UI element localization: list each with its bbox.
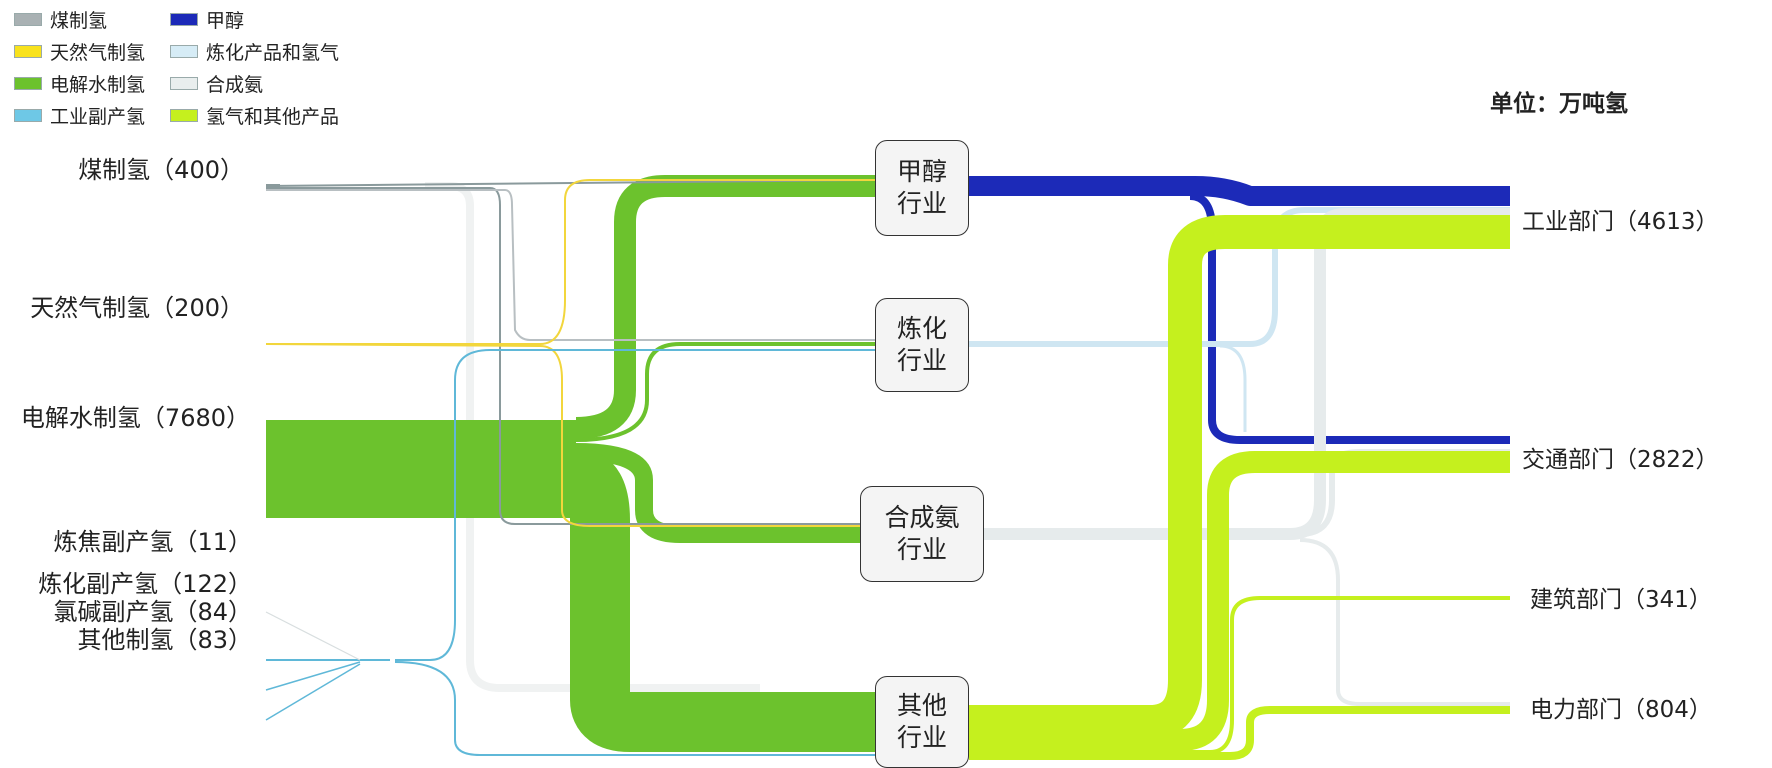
- flow-gas-ammonia: [265, 343, 862, 527]
- legend-swatch: [170, 77, 198, 90]
- flow-methanol-transport: [1189, 192, 1510, 444]
- legend-item-electrolysis: 电解水制氢: [14, 70, 145, 97]
- flow-coking-in: [265, 611, 361, 661]
- node-ammonia-industry: 合成氨行业: [860, 486, 984, 582]
- node-label: 行业: [896, 189, 947, 218]
- legend-item-coal: 煤制氢: [14, 6, 107, 33]
- legend-item-methanol: 甲醇: [170, 6, 244, 33]
- source-bar-electrolysis: [266, 420, 576, 518]
- flow-electrolysis-ammonia: [575, 443, 862, 543]
- flow-refining-industry: [969, 207, 1510, 347]
- legend-swatch: [170, 13, 198, 26]
- flow-electrolysis-methanol: [575, 175, 876, 439]
- node-label: 行业: [896, 535, 947, 564]
- node-label: 甲醇: [896, 156, 947, 186]
- legend-label: 电解水制氢: [50, 74, 146, 96]
- legend-label: 氢气和其他产品: [206, 106, 340, 128]
- node-label: 行业: [896, 723, 947, 752]
- node-label: 炼化: [896, 313, 947, 343]
- flow-refining-transport: [1219, 344, 1247, 432]
- source-label-other: 其他制氢（83）: [77, 626, 252, 654]
- source-label-gas: 天然气制氢（200）: [30, 294, 244, 322]
- source-stub-coal: [266, 184, 280, 188]
- source-label-chlor-alkali: 氯碱副产氢（84）: [53, 598, 252, 626]
- flow-other-transport: [969, 451, 1510, 751]
- flow-ammonia-power: [1299, 538, 1510, 706]
- legend-item-gas: 天然气制氢: [14, 38, 145, 65]
- node-label: 合成氨: [884, 502, 960, 532]
- source-stub-gas: [266, 343, 280, 345]
- sector-label-transport: 交通部门（2822）: [1522, 447, 1719, 473]
- flow-gas-methanol: [266, 179, 876, 345]
- legend-swatch: [14, 13, 42, 26]
- legend-label: 工业副产氢: [50, 106, 146, 128]
- legend-swatch: [14, 77, 42, 90]
- legend-item-other-products: 氢气和其他产品: [170, 102, 339, 129]
- unit-label: 单位：万吨氢: [1490, 91, 1628, 117]
- legend-swatch: [170, 45, 198, 58]
- legend-item-byproduct: 工业副产氢: [14, 102, 145, 129]
- sector-label-industry: 工业部门（4613）: [1522, 209, 1719, 235]
- source-label-electrolysis: 电解水制氢（7680）: [20, 404, 250, 432]
- legend-label: 天然气制氢: [50, 42, 146, 64]
- source-label-refinery-byproduct: 炼化副产氢（122）: [38, 570, 252, 598]
- legend-label: 煤制氢: [50, 10, 108, 32]
- flow-coal-ammonia: [266, 187, 862, 525]
- flow-ammonia-industry: [984, 208, 1510, 540]
- legend-swatch: [170, 109, 198, 122]
- flow-methanol-industry: [969, 176, 1510, 206]
- legend-item-ammonia: 合成氨: [170, 70, 263, 97]
- sector-label-building: 建筑部门（341）: [1530, 587, 1712, 613]
- legend-item-refining: 炼化产品和氢气: [170, 38, 339, 65]
- legend-label: 炼化产品和氢气: [206, 42, 340, 64]
- flow-other-building: [969, 596, 1510, 754]
- flow-other-power: [969, 706, 1510, 760]
- flow-other-hydrogen-in: [265, 663, 361, 721]
- node-label: 其他: [896, 690, 947, 720]
- flow-other-industry: [969, 215, 1510, 739]
- legend-label: 甲醇: [206, 10, 245, 32]
- flow-byproduct-refining: [395, 349, 876, 661]
- legend-label: 合成氨: [206, 74, 264, 96]
- flow-electrolysis-refining: [575, 342, 876, 442]
- node-other-industry: 其他行业: [875, 676, 969, 768]
- source-label-coking: 炼焦副产氢（11）: [53, 528, 252, 556]
- sector-label-power: 电力部门（804）: [1530, 697, 1712, 723]
- flow-byproduct-other: [394, 661, 876, 756]
- flow-coal-refining: [266, 189, 876, 341]
- flow-chlor-alkali-in: [265, 661, 361, 691]
- source-label-coal: 煤制氢（400）: [78, 156, 244, 184]
- legend-swatch: [14, 109, 42, 122]
- node-label: 行业: [896, 346, 947, 375]
- legend-swatch: [14, 45, 42, 58]
- node-refining-industry: 炼化行业: [875, 298, 969, 392]
- node-methanol-industry: 甲醇行业: [875, 140, 969, 236]
- flow-electrolysis-other: [566, 448, 876, 752]
